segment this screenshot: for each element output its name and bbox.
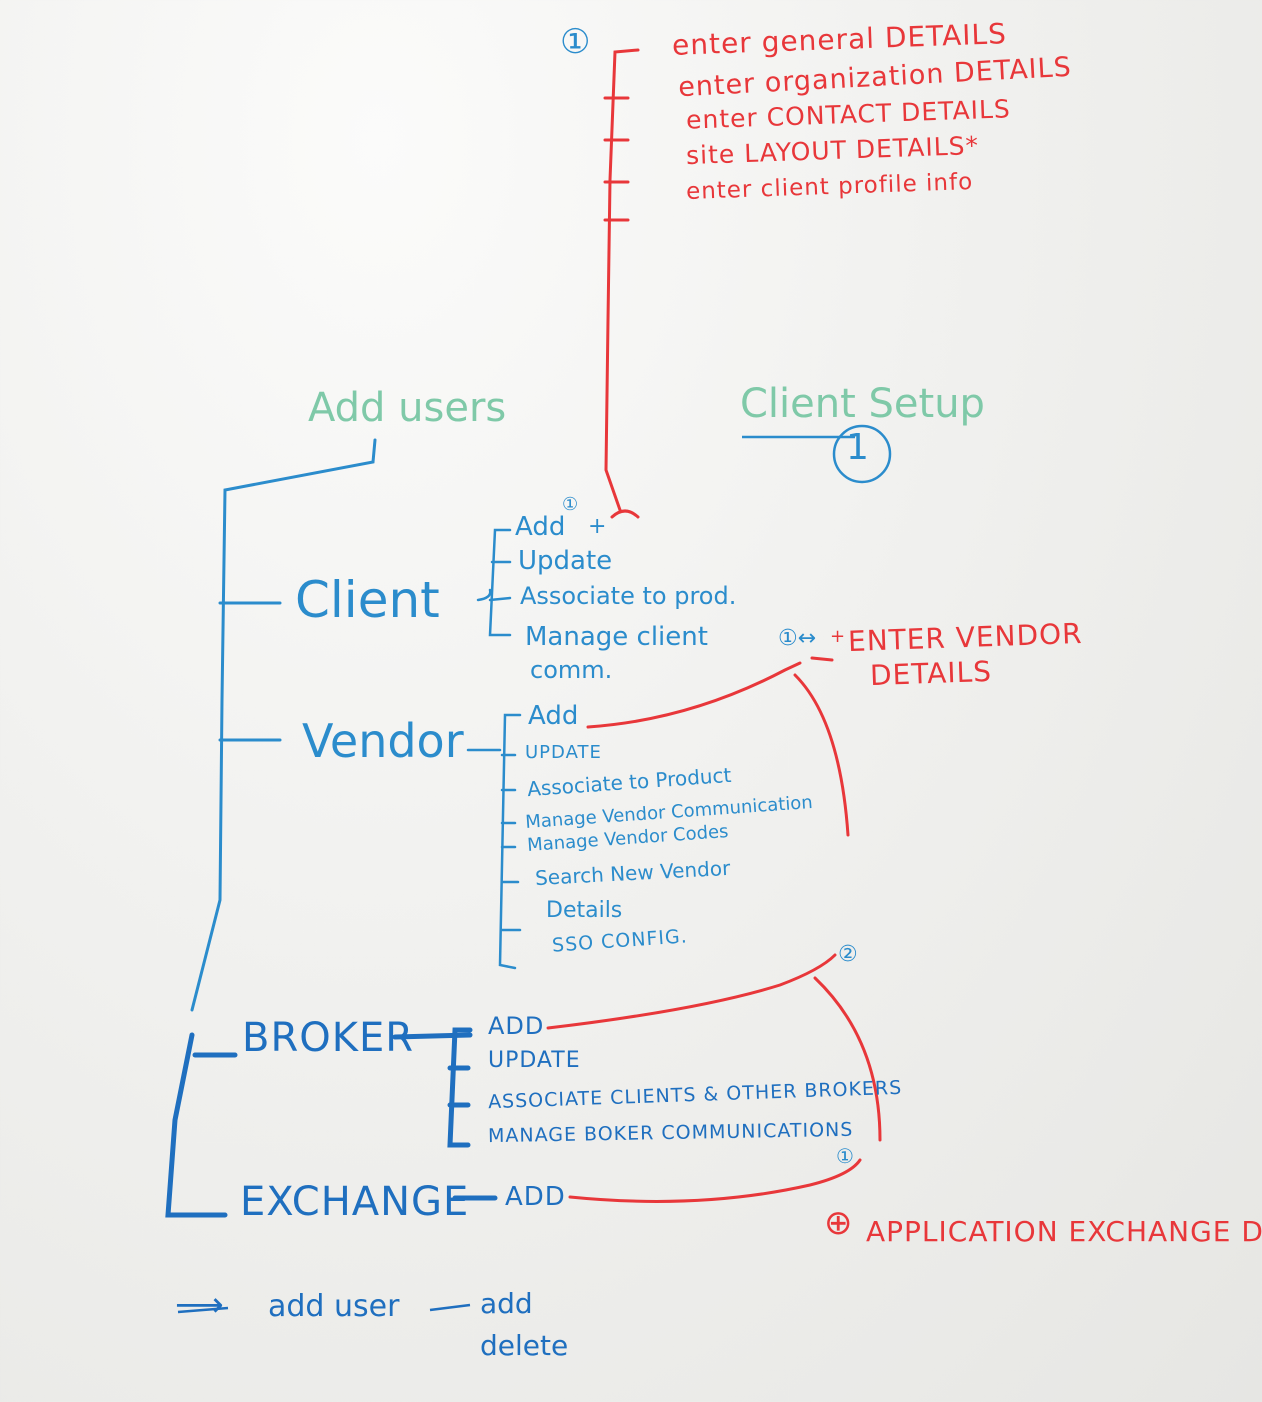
vendor-label: Vendor (302, 714, 464, 768)
vendor-note-line2: DETAILS (869, 654, 993, 693)
client-item-add: Add (515, 512, 566, 542)
client-item-manage: Manage client (525, 622, 708, 652)
footer-arrow-line (177, 1306, 229, 1314)
vendor-note-plus: + (830, 626, 846, 647)
vendor-bracket (466, 713, 522, 970)
vendor-item-add: Add (528, 701, 579, 731)
broker-item-add: ADD (488, 1012, 545, 1040)
client-bracket (476, 528, 512, 637)
broker-item-update: UPDATE (488, 1048, 581, 1073)
footer-line1: add (480, 1287, 533, 1320)
footer-arrow: ⟶ (175, 1285, 224, 1325)
top-red-tree (603, 48, 640, 519)
heading-add-users: Add users (308, 385, 507, 431)
client-setup-marker: 1 (846, 427, 869, 468)
client-item-update: Update (518, 546, 613, 576)
client-item-comm: comm. (530, 656, 613, 684)
client-label: Client (295, 571, 440, 629)
footer-dash-line (429, 1303, 471, 1312)
exchange-note: APPLICATION EXCHANGE DET (866, 1215, 1262, 1248)
broker-label: BROKER (242, 1015, 415, 1061)
top-marker: ① (560, 22, 591, 62)
exchange-item-add: ADD (505, 1182, 566, 1212)
footer-text: add user (268, 1289, 400, 1324)
main-tree-bold (165, 1027, 498, 1218)
heading-client-setup: Client Setup (740, 381, 985, 427)
broker-marker: ① (836, 1144, 854, 1168)
client-item-associate: Associate to prod. (520, 582, 737, 610)
vendor-marker-2: ② (838, 942, 858, 967)
client-setup-circle (832, 424, 892, 484)
main-tree (190, 438, 377, 1012)
vendor-note-line1: ENTER VENDOR (847, 616, 1084, 659)
footer-line2: delete (480, 1329, 569, 1362)
exchange-note-marker: ⊕ (824, 1203, 853, 1243)
exchange-label: EXCHANGE (240, 1179, 470, 1225)
red-connectors (546, 656, 882, 1203)
vendor-item-details: Details (546, 898, 623, 923)
client-add-marker: ① (562, 494, 579, 515)
vendor-note-marker: ①↔ (778, 626, 817, 651)
client-add-plus: + (588, 514, 607, 539)
vendor-item-update: UPDATE (525, 742, 602, 763)
